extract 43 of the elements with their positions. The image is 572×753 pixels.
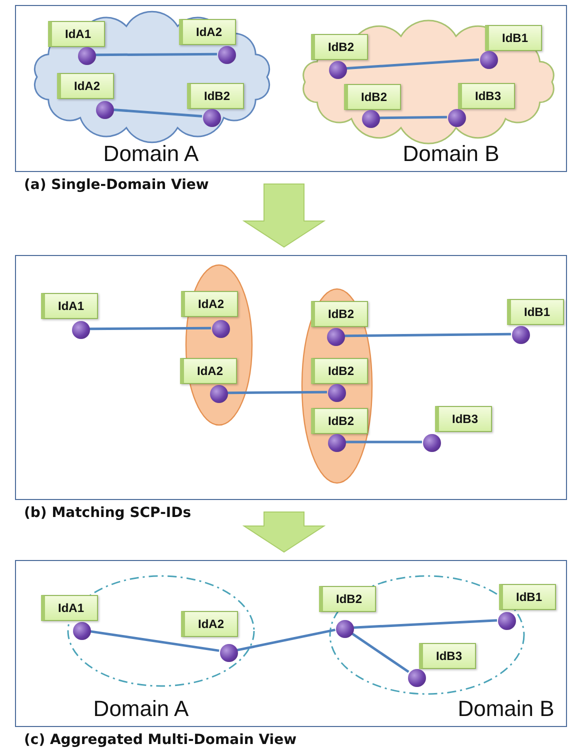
id-tag: IdB2: [311, 358, 368, 384]
id-tag: IdB1: [499, 584, 556, 610]
node-dot: [336, 620, 354, 638]
id-tag: IdA2: [180, 358, 237, 384]
id-tag: IdB2: [311, 301, 368, 327]
node-dot: [73, 622, 91, 640]
id-tag: IdA2: [181, 611, 238, 637]
id-tag: IdB3: [419, 643, 476, 669]
node-dot: [220, 644, 238, 662]
down-arrow: [242, 184, 326, 248]
node-dot: [423, 434, 441, 452]
domain-label: Domain B: [458, 696, 554, 722]
link-line: [89, 326, 211, 330]
id-tag: IdA2: [179, 19, 236, 45]
link-line: [95, 52, 217, 56]
domain-label: Domain B: [402, 141, 500, 167]
panel-caption: (b) Matching SCP-IDs: [24, 505, 192, 521]
link-line: [344, 332, 512, 338]
id-tag: IdA1: [48, 21, 105, 47]
node-dot: [498, 612, 516, 630]
panel-caption: (c) Aggregated Multi-Domain View: [24, 732, 297, 748]
node-dot: [512, 326, 530, 344]
id-tag: IdB2: [319, 586, 376, 612]
node-dot: [72, 321, 90, 339]
id-tag: IdB2: [311, 408, 368, 434]
id-tag: IdA1: [41, 293, 98, 319]
id-tag: IdB2: [187, 83, 244, 109]
id-tag: IdB3: [435, 406, 492, 432]
id-tag: IdA2: [57, 73, 114, 99]
id-tag: IdA2: [181, 291, 238, 317]
domain-label: Domain A: [103, 141, 199, 167]
down-arrow: [242, 512, 326, 553]
link-line: [345, 440, 422, 444]
node-dot: [408, 669, 426, 687]
grouping-ellipse: [301, 288, 373, 484]
panel-caption: (a) Single-Domain View: [24, 177, 209, 193]
id-tag: IdA1: [41, 595, 98, 621]
link-line: [352, 619, 498, 629]
link-line: [112, 108, 202, 118]
id-tag: IdB1: [507, 299, 564, 325]
link-line: [236, 628, 336, 652]
domain-label: Domain A: [93, 696, 189, 722]
link-line: [350, 632, 410, 673]
